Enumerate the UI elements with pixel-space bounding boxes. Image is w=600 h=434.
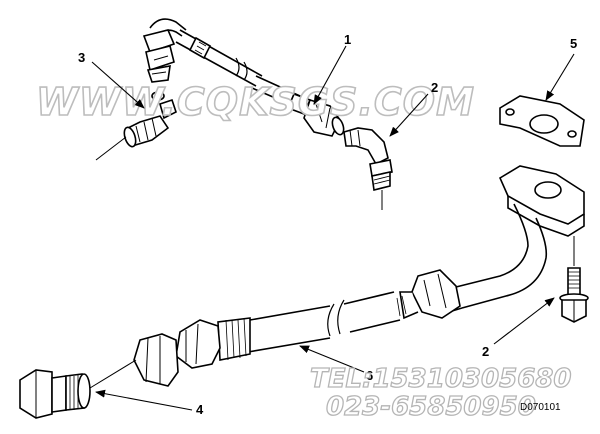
elbow-adapter-part-2 [343,127,393,210]
leader-5 [545,53,575,101]
leader-2-lower [493,297,555,345]
fitting-part-3 [95,91,177,161]
callout-2-upper: 2 [431,80,438,95]
callout-4: 4 [196,402,204,417]
bolt-part-2 [559,236,589,323]
callout-6: 6 [366,368,373,383]
leader-6 [299,345,365,373]
connector-part-4 [19,359,137,419]
leader-1 [313,45,347,105]
leader-lines [91,45,575,411]
leader-2-upper [389,93,429,137]
watermark-phone: 023-65850950 [326,392,536,422]
long-oil-tube-part-6 [133,203,548,387]
top-elbow-fitting [142,29,176,83]
callout-2-lower: 2 [482,344,489,359]
leader-3 [91,61,145,109]
callout-3: 3 [78,50,85,65]
watermark-tel: TEL:15310305680 [310,364,571,394]
leader-4 [95,389,193,411]
watermark-website: WWW.CQKSGS.COM [36,80,475,124]
callout-5: 5 [570,36,577,51]
tube-flange [498,165,585,237]
upper-oil-tube [149,18,345,137]
callout-1: 1 [344,32,351,47]
drawing-number: D070101 [520,402,561,413]
gasket-part-5 [499,95,585,147]
